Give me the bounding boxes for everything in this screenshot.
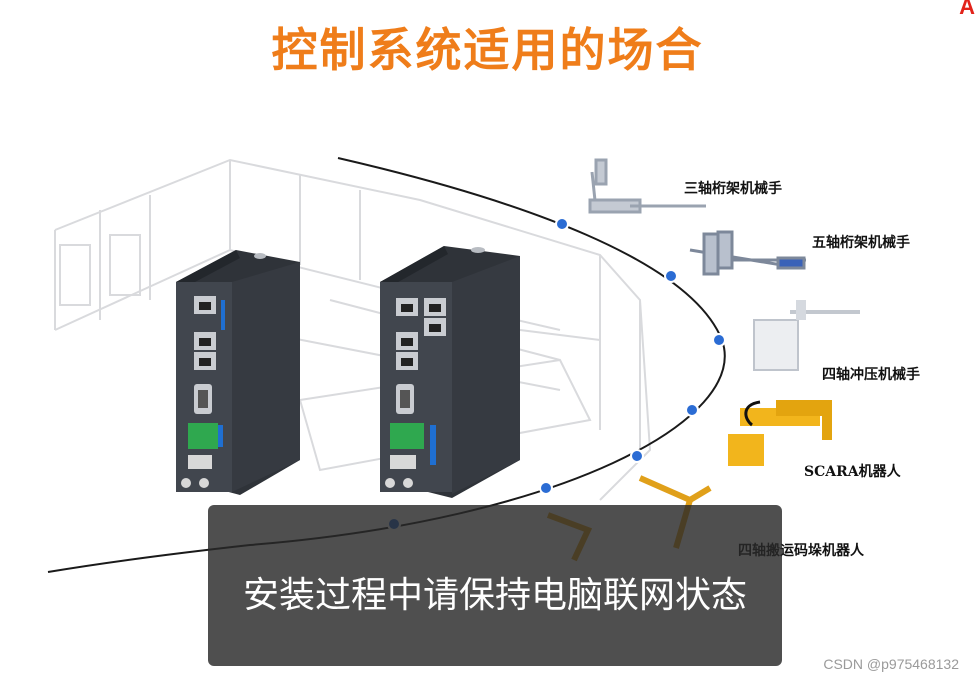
ethernet-port-icon (194, 296, 216, 314)
subtitle-overlay: 安装过程中请保持电脑联网状态 (208, 505, 782, 666)
motion-controller-unit-1 (176, 250, 300, 495)
terminal-block-icon (188, 423, 223, 449)
three-axis-gantry-robot-image (588, 158, 706, 214)
serial-port-icon (194, 384, 212, 414)
motion-controller-unit-2 (380, 246, 520, 498)
ethernet-port-icon (396, 332, 418, 350)
ethernet-port-icon (424, 318, 446, 336)
subtitle-text: 安装过程中请保持电脑联网状态 (242, 575, 747, 616)
label-three-axis-gantry: 三轴桁架机械手 (684, 181, 782, 197)
terminal-block-icon (390, 423, 436, 465)
ethernet-port-icon (194, 352, 216, 370)
five-axis-gantry-robot-image (689, 230, 806, 276)
label-four-axis-press: 四轴冲压机械手 (822, 367, 920, 383)
ethernet-port-icon (396, 298, 418, 316)
slide-title: 控制系统适用的场合 (271, 23, 704, 77)
application-arc (47, 157, 726, 573)
scara-robot-image (728, 400, 832, 466)
serial-port-icon (396, 384, 414, 414)
four-axis-press-robot-image (753, 300, 860, 371)
label-five-axis-gantry: 五轴桁架机械手 (812, 235, 910, 251)
factory-cell-wireframe (54, 158, 652, 501)
label-scara: SCARA机器人 (804, 464, 901, 480)
brand-logo: A (959, 0, 975, 19)
ethernet-port-icon (424, 298, 446, 316)
ethernet-port-icon (396, 352, 418, 370)
ethernet-port-icon (194, 332, 216, 350)
csdn-watermark: CSDN @p975468132 (823, 656, 959, 672)
